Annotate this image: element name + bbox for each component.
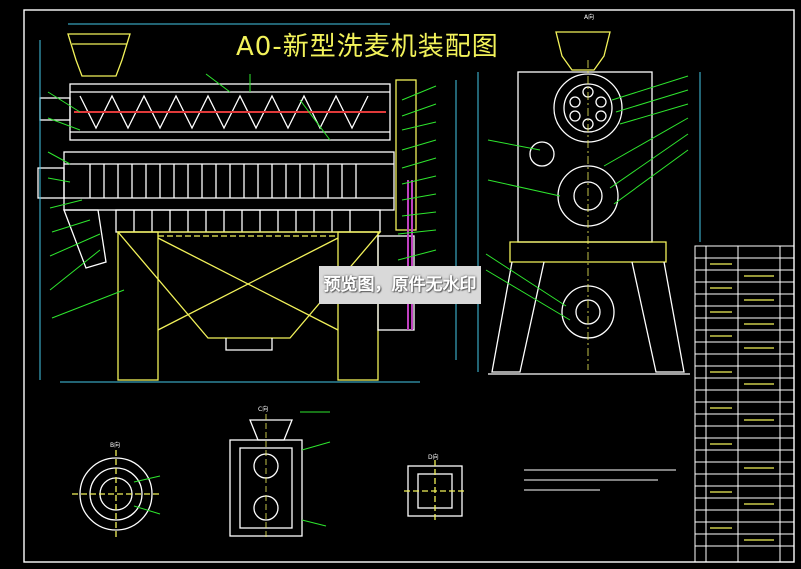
view-label-c: C向 <box>258 406 269 413</box>
detail-view-square <box>404 460 466 522</box>
view-label-a: A向 <box>584 14 595 21</box>
leader-lines <box>47 73 437 319</box>
drum-ribs <box>89 164 357 198</box>
detail-view-housing <box>229 411 331 540</box>
side-leader-lines <box>485 75 689 321</box>
auger-flight <box>79 94 369 130</box>
drawing-title: A0-新型洗麦机装配图 <box>236 32 499 62</box>
main-inlet-hopper <box>67 33 131 77</box>
right-leg <box>337 231 379 381</box>
side-view <box>477 31 701 375</box>
dimension-lines <box>39 23 457 383</box>
view-label-d: D向 <box>428 454 439 461</box>
left-leg <box>117 231 159 381</box>
parts-list-entries <box>710 263 774 541</box>
parts-list <box>694 245 795 563</box>
detail-view-ring <box>72 450 161 538</box>
washing-drum <box>63 151 395 211</box>
technical-notes <box>524 469 676 491</box>
sediment-hopper <box>116 231 382 339</box>
side-inlet-hopper <box>555 31 611 71</box>
view-label-b: B向 <box>110 442 121 449</box>
side-housing <box>517 71 653 243</box>
main-view <box>37 23 457 383</box>
water-tank <box>115 209 381 233</box>
side-frame <box>491 261 685 373</box>
preview-watermark: 预览图，原件无水印 <box>319 266 481 304</box>
